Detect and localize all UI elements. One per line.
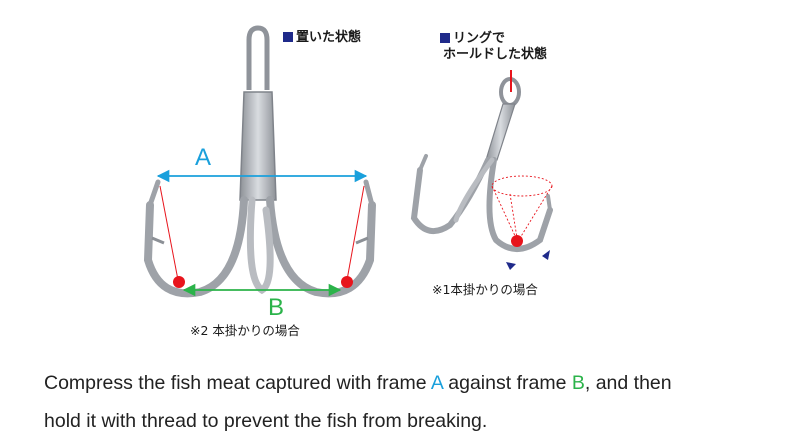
pressure-mark-left xyxy=(506,262,516,270)
left-treble-hook xyxy=(143,25,376,298)
right-note: ※1本掛かりの場合 xyxy=(432,282,538,297)
heading-square-icon xyxy=(440,33,450,43)
left-point-dot xyxy=(173,276,185,288)
caption-line-2: hold it with thread to prevent the fish … xyxy=(44,410,488,432)
right-heading: リングで ホールドした状態 xyxy=(440,31,547,63)
caption-line-1: Compress the fish meat captured with fra… xyxy=(44,372,672,394)
label-b: B xyxy=(268,294,284,321)
capture-cone xyxy=(491,175,553,239)
left-point-line xyxy=(159,185,179,281)
right-point-dot xyxy=(341,276,353,288)
left-note: ※2 本掛かりの場合 xyxy=(190,323,300,338)
left-heading: 置いた状態 xyxy=(283,30,361,46)
label-a: A xyxy=(195,144,211,171)
right-point-line xyxy=(346,185,365,281)
single-point-dot xyxy=(511,235,523,247)
heading-square-icon xyxy=(283,32,293,42)
pressure-mark-right xyxy=(542,250,550,260)
right-treble-hook xyxy=(410,77,553,252)
caption: Compress the fish meat captured with fra… xyxy=(44,364,764,440)
